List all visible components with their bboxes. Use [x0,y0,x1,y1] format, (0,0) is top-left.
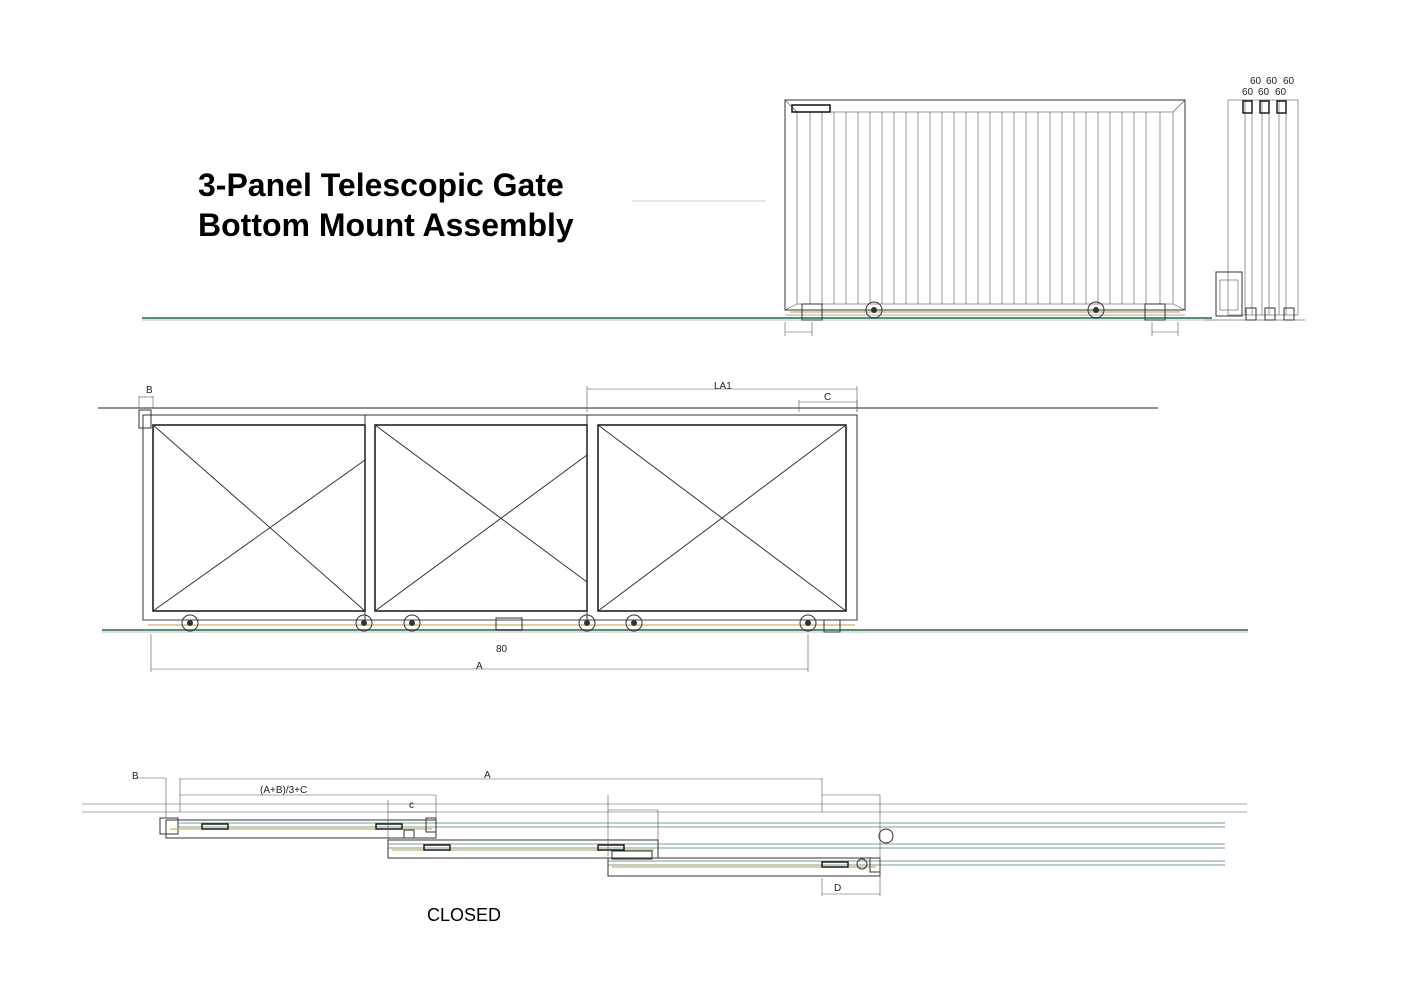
top-dim-left [784,322,813,336]
front-panel-2 [364,414,588,621]
side-roller-1 [1242,100,1253,114]
top-dim-right [1151,322,1179,336]
plan-label-a: A [484,770,491,781]
plan-label-c: c [409,800,414,811]
top-gate-roller-right [1144,303,1166,321]
front-label-la1: LA1 [714,381,732,392]
plan-view: B A (A+B)/3+C c D [82,770,1247,896]
side-post-inner [1219,279,1239,311]
side-roller-3 [1276,100,1287,114]
plan-post [159,817,179,835]
side-dim-label-4: 60 [1242,87,1254,98]
front-dim-b [138,396,154,408]
plan-label-b: B [132,771,139,782]
side-dim-label-3: 60 [1283,76,1295,87]
front-panel-3 [586,414,858,621]
plan-dim-formula [180,794,437,818]
front-label-80: 80 [496,644,508,655]
front-center-bracket [495,617,523,631]
top-gate-wheel-left [865,301,883,319]
plan-dim-d [821,878,880,896]
plan-state-label: CLOSED [427,905,502,925]
title-line-1: 3-Panel Telescopic Gate [198,167,564,203]
top-gate-bracket [791,104,831,113]
plan-label-d: D [834,883,841,894]
frame-corner-br [1172,303,1186,311]
plan-dim-b [136,777,167,818]
side-frame [1227,99,1299,316]
front-panel-1 [142,414,366,621]
side-dim-label-6: 60 [1275,87,1287,98]
side-wheel-2 [1264,307,1276,321]
front-label-a: A [476,661,483,672]
plan-motor-circle [878,828,894,844]
drawing-title: 3-Panel Telescopic Gate Bottom Mount Ass… [198,165,574,245]
plan-dim-right [822,794,881,896]
frame-corner-tl [784,99,798,113]
side-dim-label-1: 60 [1250,76,1262,87]
plan-label-formula: (A+B)/3+C [260,785,307,796]
front-end-stop [823,619,841,633]
front-label-c: C [824,392,831,403]
side-view: 60 60 60 60 60 60 [1205,76,1305,321]
side-dim-label-2: 60 [1266,76,1278,87]
top-gate-pickets [809,112,1161,304]
side-wheel-3 [1283,307,1295,321]
plan-panel-1 [165,817,437,839]
front-post [138,409,152,429]
title-line-2: Bottom Mount Assembly [198,207,574,243]
side-dim-label-5: 60 [1258,87,1270,98]
front-dim-c [798,400,858,412]
plan-dim-mid [607,795,659,856]
front-elevation-view: B LA1 C 80 A [98,381,1248,672]
top-gate-roller-left [801,303,823,321]
front-wheels [181,614,817,632]
side-roller-2 [1259,100,1270,114]
top-gate-outer-frame [784,99,1186,311]
top-gate-wheel-right [1087,301,1105,319]
frame-corner-tr [1172,99,1186,113]
side-panel-lines [1244,100,1287,315]
front-dim-a [150,634,809,672]
side-wheel-1 [1245,307,1257,321]
top-elevation-view [142,99,1212,336]
plan-dim-c [387,800,436,840]
frame-corner-bl [784,303,798,311]
front-label-b: B [146,385,153,396]
top-gate-inner-frame [796,111,1174,305]
plan-panel-2 [387,839,659,860]
side-post [1215,271,1243,317]
